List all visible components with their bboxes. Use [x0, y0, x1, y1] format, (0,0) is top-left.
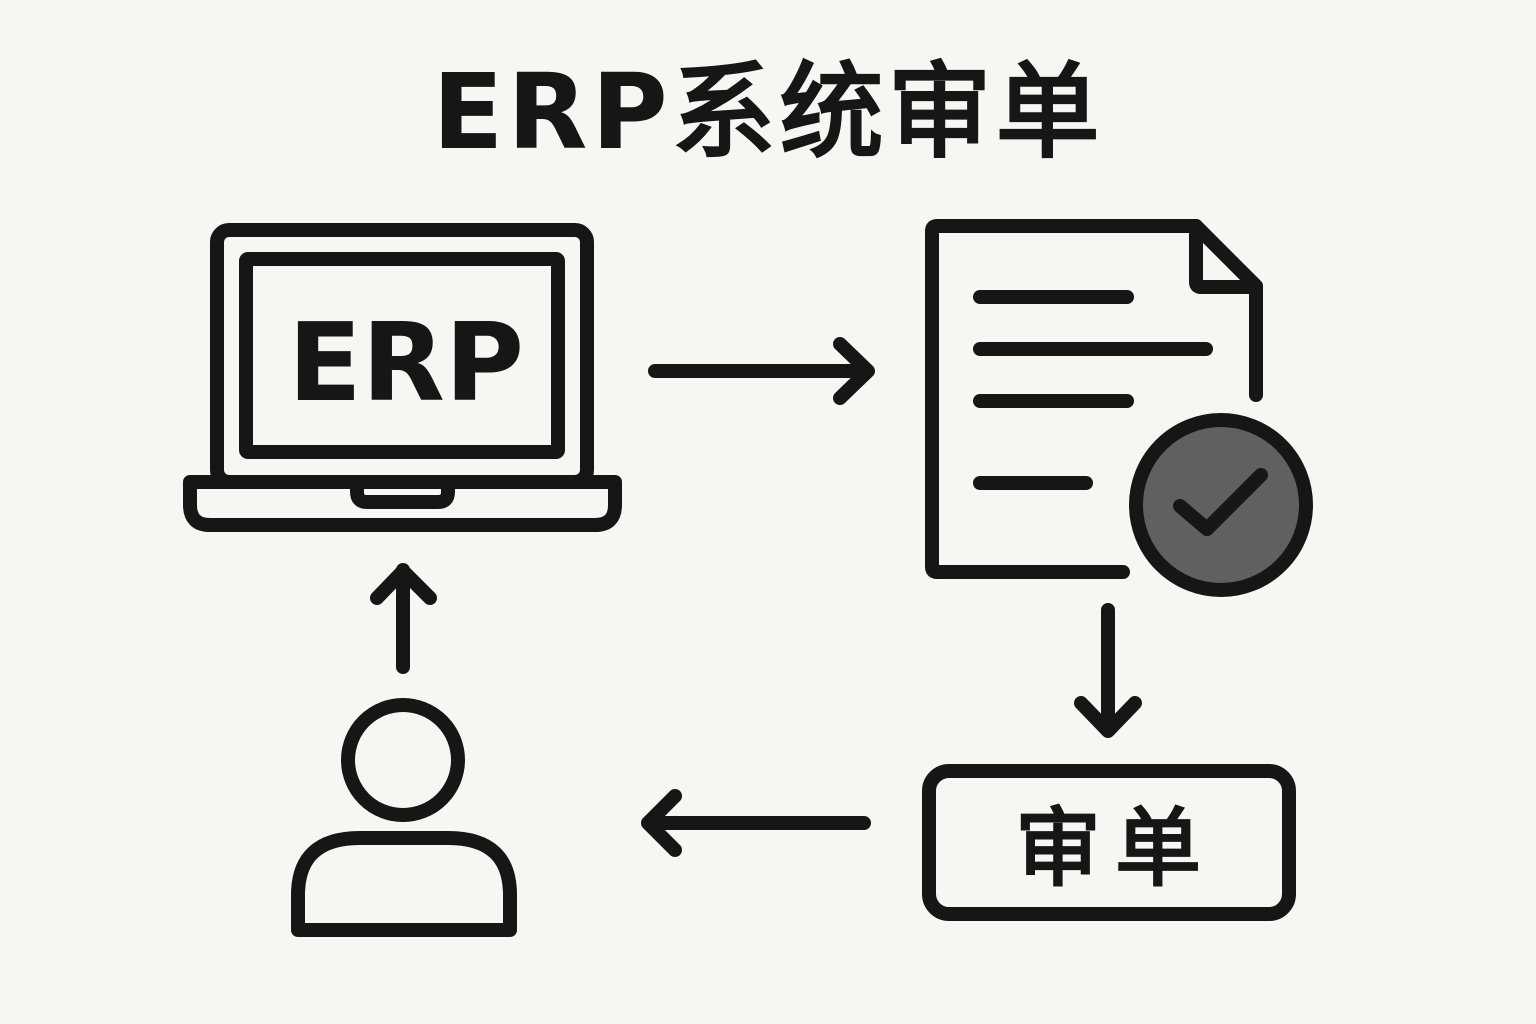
document-fold	[1189, 219, 1263, 294]
diagram-title: ERP系统审单	[432, 51, 1104, 173]
document-outline	[925, 219, 1263, 579]
laptop-screen	[239, 252, 565, 459]
document-icon	[925, 219, 1263, 579]
arrow-left	[641, 789, 871, 857]
user-icon	[291, 698, 517, 937]
user-body	[291, 831, 517, 937]
laptop-icon	[183, 223, 622, 532]
approval-box	[922, 764, 1296, 921]
laptop-base	[183, 475, 622, 532]
user-head	[341, 698, 465, 822]
approval-label: 审单	[1015, 799, 1215, 899]
arrow-down	[1074, 603, 1142, 738]
arrow-right	[648, 337, 875, 405]
laptop-erp-label: ERP	[288, 301, 524, 426]
laptop-trackpad-notch	[350, 477, 455, 509]
arrow-up	[370, 563, 437, 674]
check-circle-icon	[1129, 413, 1313, 597]
